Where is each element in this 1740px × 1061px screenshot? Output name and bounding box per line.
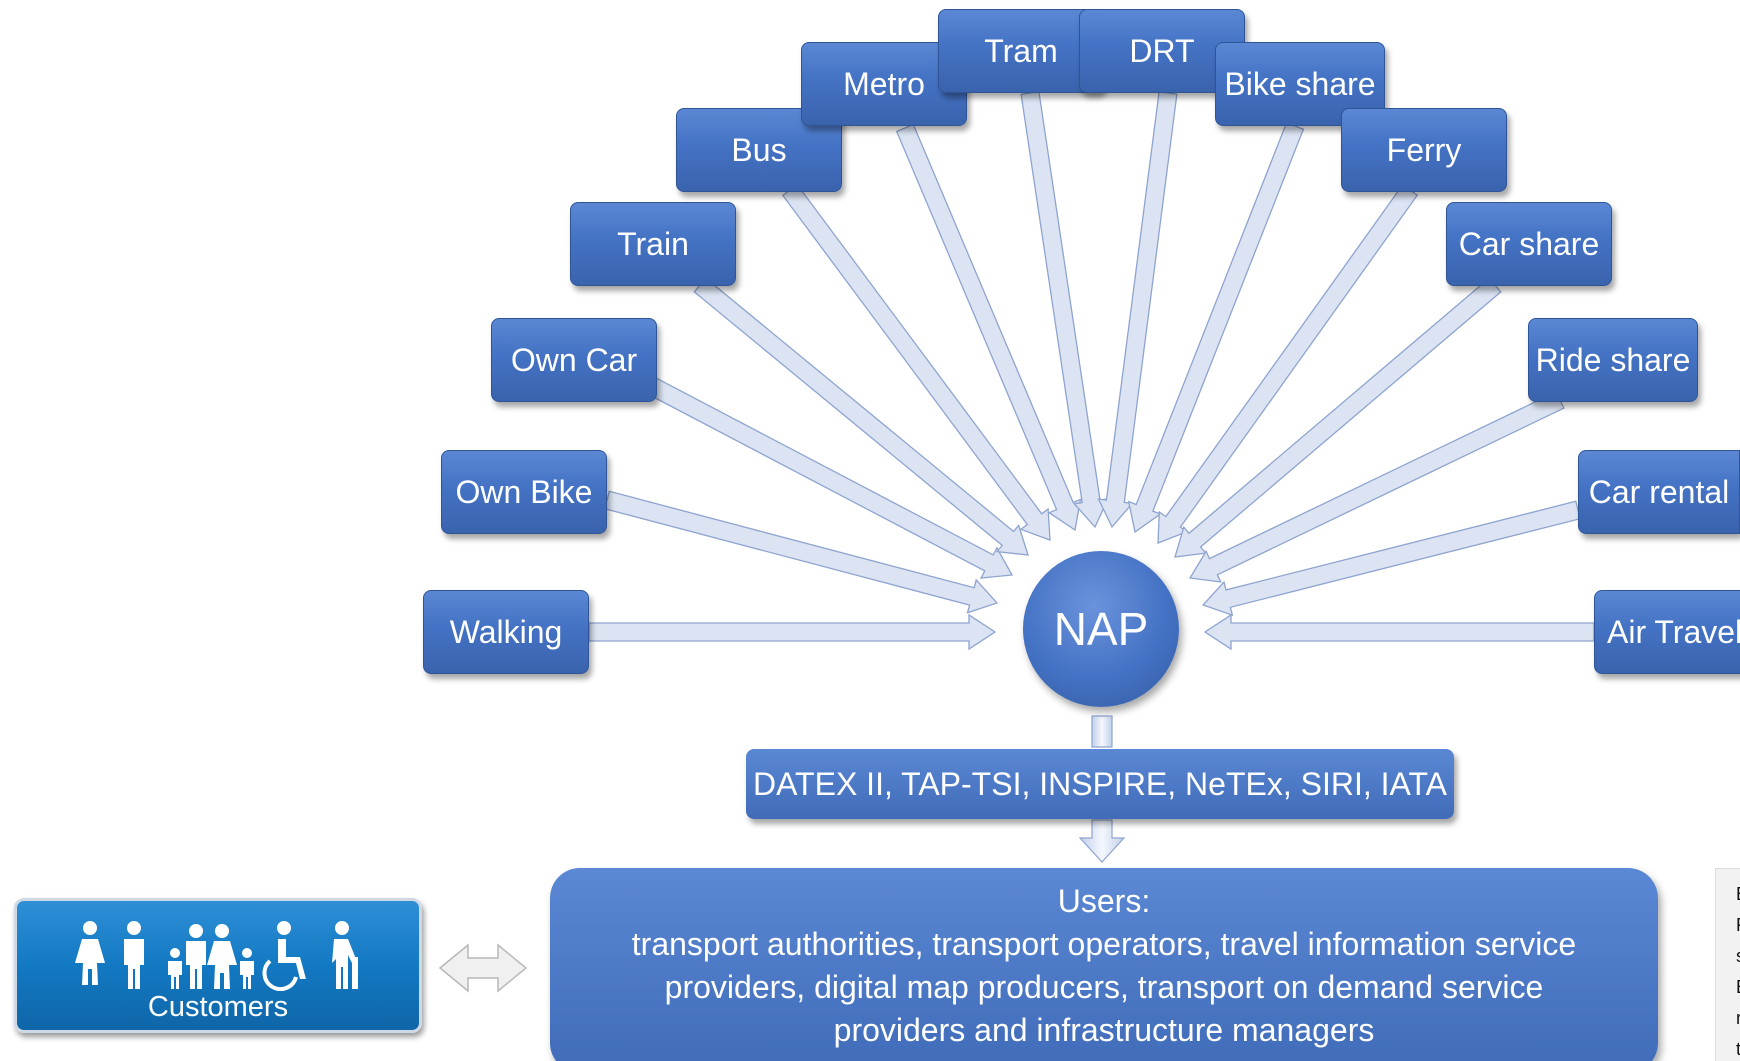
- mode-car-share: Car share: [1446, 202, 1612, 286]
- note-letter: r: [1736, 1008, 1740, 1028]
- arrow-train-to-nap: [693, 277, 1029, 556]
- people-icons: [75, 921, 358, 991]
- mode-tram: Tram: [938, 9, 1104, 93]
- arrow-tram-to-nap: [1020, 90, 1110, 529]
- users-line: providers, digital map producers, transp…: [664, 969, 1544, 1005]
- users-title: Users:: [1057, 883, 1151, 919]
- side-note-fragment: E F s E r t: [1715, 868, 1740, 1061]
- mode-car-rental: Car rental: [1578, 450, 1740, 534]
- man-icon: [124, 921, 144, 989]
- mode-train: Train: [570, 202, 736, 286]
- mode-air-travel: Air Travel: [1594, 590, 1740, 674]
- arrow-bike-share-to-nap: [1127, 121, 1305, 534]
- note-letter: t: [1736, 1039, 1740, 1059]
- users-line: providers and infrastructure managers: [833, 1012, 1375, 1048]
- arrow-standards-to-users: [1078, 819, 1126, 863]
- arrow-metro-to-nap: [895, 123, 1082, 532]
- arrow-walking-to-nap: [588, 613, 997, 651]
- standards-box: DATEX II, TAP-TSI, INSPIRE, NeTEx, SIRI,…: [746, 749, 1454, 819]
- elderly-person-icon: [332, 921, 358, 989]
- users-box: Users: transport authorities, transport …: [550, 868, 1658, 1061]
- note-letter: s: [1736, 941, 1740, 972]
- arrow-ride-share-to-nap: [1188, 391, 1565, 583]
- arrow-nap-to-standards: [1091, 715, 1113, 748]
- arrow-own-bike-to-nap: [603, 490, 999, 614]
- customers-label: Customers: [147, 991, 289, 1023]
- woman-icon: [75, 921, 105, 985]
- arrow-car-rental-to-nap: [1201, 500, 1581, 617]
- nap-hub: NAP: [1023, 551, 1179, 707]
- arrow-own-car-to-nap: [644, 376, 1014, 579]
- arrow-ferry-to-nap: [1157, 183, 1419, 544]
- double-arrow-customers-users: [438, 943, 528, 993]
- note-letter: E: [1736, 972, 1740, 1003]
- mode-arrows: [588, 90, 1595, 651]
- customers-box: Customers: [14, 898, 422, 1033]
- arrow-air-travel-to-nap: [1203, 613, 1595, 651]
- mode-walking: Walking: [423, 590, 589, 674]
- note-letter: E: [1736, 879, 1740, 910]
- arrow-bus-to-nap: [781, 183, 1051, 541]
- mode-own-car: Own Car: [491, 318, 657, 402]
- mode-own-bike: Own Bike: [441, 450, 607, 534]
- users-line: transport authorities, transport operato…: [631, 926, 1577, 962]
- mode-ride-share: Ride share: [1528, 318, 1698, 402]
- mode-ferry: Ferry: [1341, 108, 1507, 192]
- family-icon: [168, 924, 254, 989]
- note-letter: F: [1736, 910, 1740, 941]
- arrow-drt-to-nap: [1097, 91, 1178, 529]
- wheelchair-icon: [262, 921, 306, 991]
- arrow-car-share-to-nap: [1174, 277, 1502, 558]
